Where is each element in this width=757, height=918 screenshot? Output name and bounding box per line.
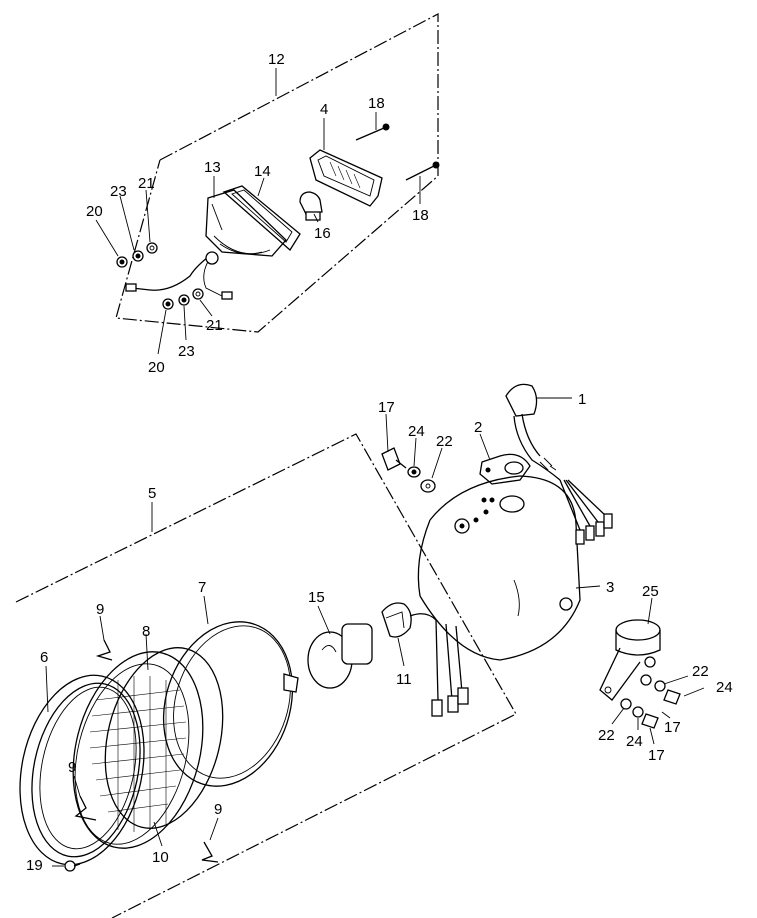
callout-13: 13 xyxy=(204,159,221,176)
nut-washer-set-lower xyxy=(162,288,204,310)
washer-24-upper xyxy=(407,466,421,478)
wiring-harness xyxy=(505,383,613,545)
leaders-upper xyxy=(95,68,421,355)
callout-6: 6 xyxy=(40,649,48,666)
callout-21-upper: 21 xyxy=(138,175,155,192)
callout-5: 5 xyxy=(148,485,156,502)
bulb-socket xyxy=(381,602,469,717)
callout-22-bottom: 22 xyxy=(598,727,615,744)
screw-18-lower xyxy=(405,161,440,181)
callout-17-right: 17 xyxy=(664,719,681,736)
license-bulb xyxy=(299,191,323,221)
spring-clip-9-middle xyxy=(74,795,97,821)
nut-washer-set-upper xyxy=(116,242,158,268)
callout-2: 2 xyxy=(474,419,482,436)
callout-24-top: 24 xyxy=(408,423,425,440)
headlight-bulb xyxy=(307,623,373,689)
callout-9-top: 9 xyxy=(96,601,104,618)
screw-19 xyxy=(64,860,81,872)
headlight-lens xyxy=(72,651,204,849)
callout-7: 7 xyxy=(198,579,206,596)
callout-19: 19 xyxy=(26,857,43,874)
case-bracket xyxy=(479,453,531,485)
callout-22-right: 22 xyxy=(692,663,709,680)
washer-22-upper xyxy=(420,479,436,493)
headlight-case xyxy=(417,475,581,661)
stay-hardware xyxy=(620,674,681,729)
headlight-stay xyxy=(599,619,661,701)
callout-4: 4 xyxy=(320,101,328,118)
headlight-inner-ring xyxy=(104,647,224,829)
callout-20-upper: 20 xyxy=(86,203,103,220)
callout-10: 10 xyxy=(152,849,169,866)
callout-21-lower: 21 xyxy=(206,317,223,334)
headlight-mounting-ring xyxy=(162,621,299,787)
callout-17-bottom: 17 xyxy=(648,747,665,764)
license-lens-plate xyxy=(309,149,383,207)
callout-1: 1 xyxy=(578,391,586,408)
callout-3: 3 xyxy=(606,579,614,596)
callout-9-bottom: 9 xyxy=(214,801,222,818)
callout-24-right: 24 xyxy=(716,679,733,696)
license-light-lens xyxy=(222,185,301,251)
spring-clip-9-bottom xyxy=(201,841,219,863)
callout-16: 16 xyxy=(314,225,331,242)
callout-23-lower: 23 xyxy=(178,343,195,360)
headlight-unit-group-box xyxy=(15,433,517,918)
license-light-housing xyxy=(205,189,287,257)
callout-14: 14 xyxy=(254,163,271,180)
license-light-group-box xyxy=(115,13,439,333)
headlight-rim xyxy=(19,674,145,866)
callout-11: 11 xyxy=(396,671,412,688)
callout-8: 8 xyxy=(142,623,150,640)
callout-20-lower: 20 xyxy=(148,359,165,376)
license-light-wire xyxy=(125,251,233,300)
callout-18-bottom: 18 xyxy=(412,207,429,224)
bolt-17-upper xyxy=(381,447,407,471)
callout-12: 12 xyxy=(268,51,285,68)
callout-23-upper: 23 xyxy=(110,183,127,200)
callout-22-top: 22 xyxy=(436,433,453,450)
callout-9-middle: 9 xyxy=(68,759,76,776)
screw-18-upper xyxy=(355,123,390,141)
leaders-lower xyxy=(45,397,705,867)
callout-24-bottom: 24 xyxy=(626,733,643,750)
callout-17-top: 17 xyxy=(378,399,395,416)
callout-18-top: 18 xyxy=(368,95,385,112)
spring-clip-9-top xyxy=(95,639,113,661)
callout-15: 15 xyxy=(308,589,325,606)
callout-25: 25 xyxy=(642,583,659,600)
